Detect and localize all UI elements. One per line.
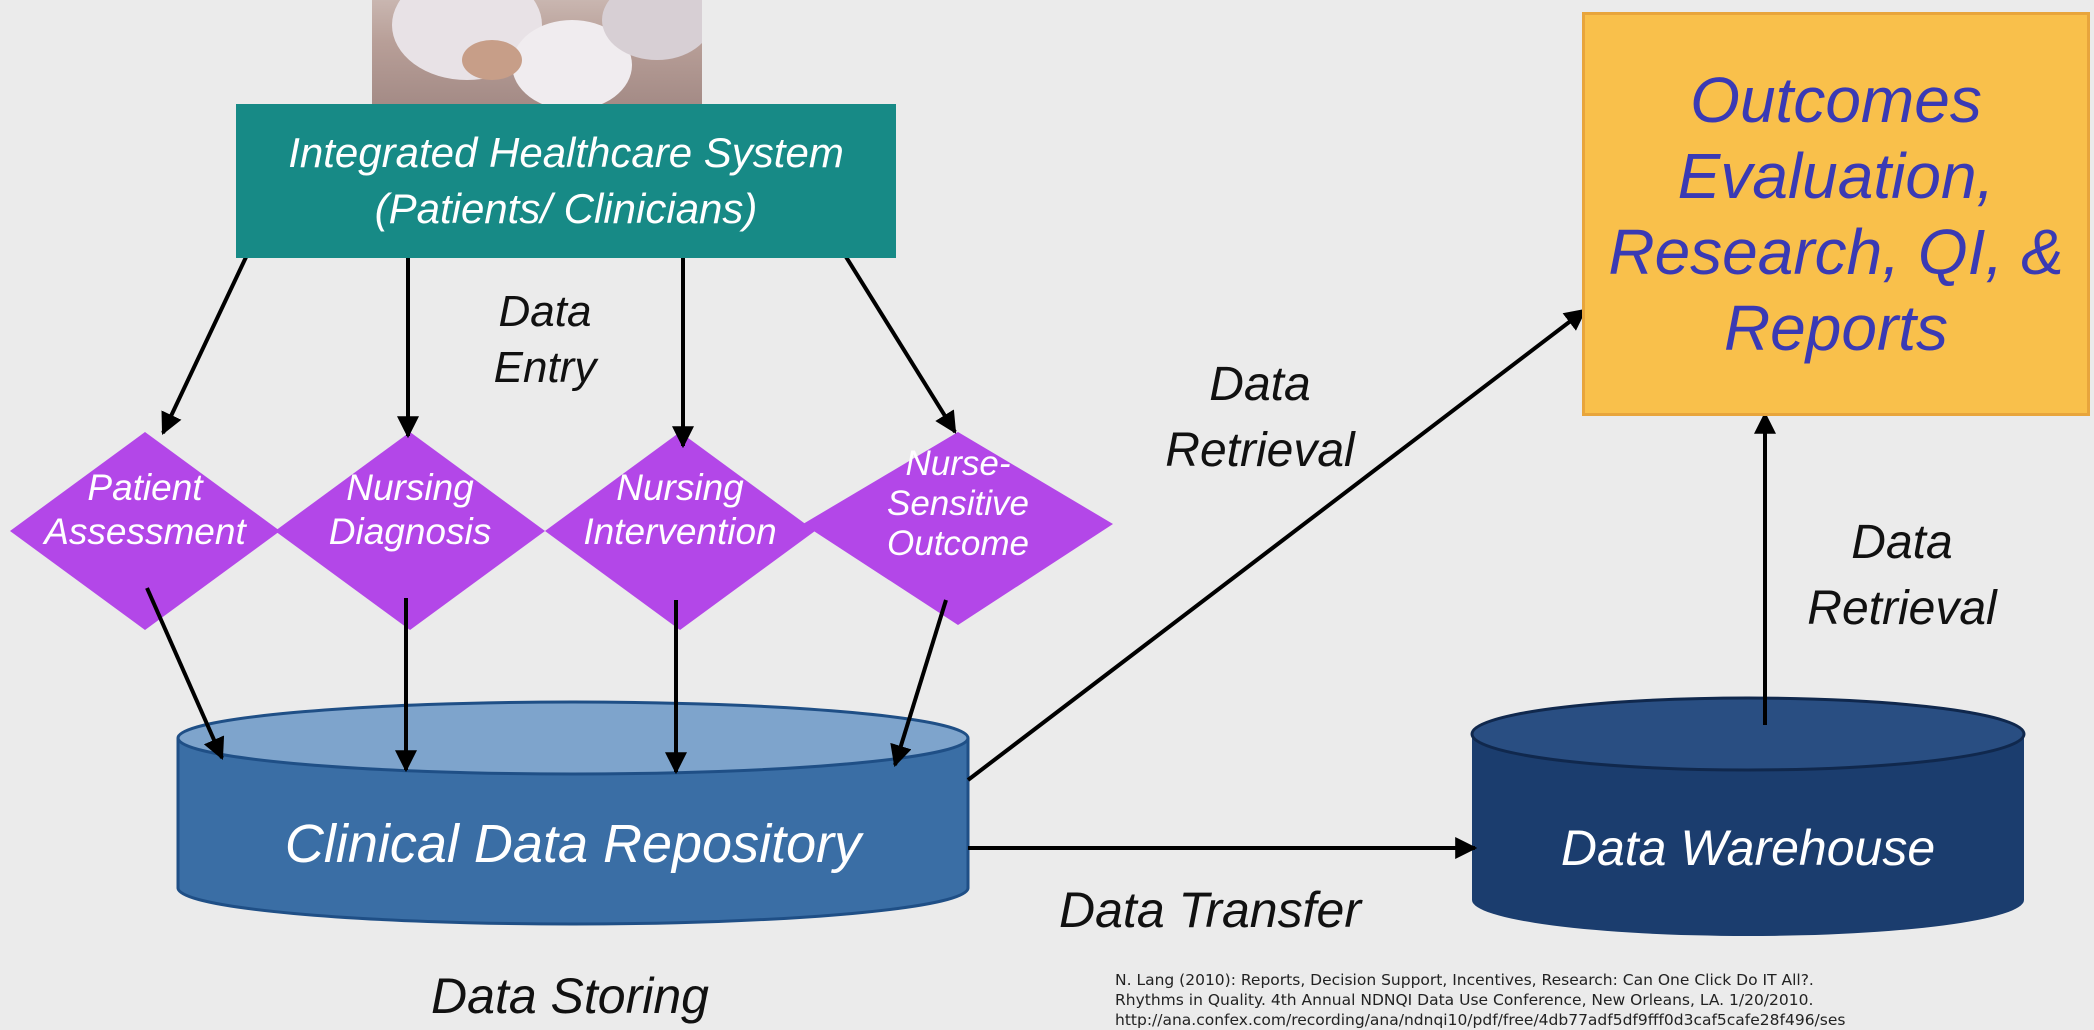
diamond-patient-assessment [10,432,280,630]
diamond-nurse-sensitive-outcome [803,432,1113,625]
data-warehouse-cylinder [1470,696,2026,936]
integrated-healthcare-system-box: Integrated Healthcare System (Patients/ … [236,104,896,258]
flow-arrows [145,242,1776,859]
citation-url: http://ana.confex.com/recording/ana/ndnq… [1115,1011,1846,1029]
diamond-label-nursing-intervention: Nursing Intervention [583,467,777,553]
data-warehouse-label: Data Warehouse [1560,820,1936,876]
arrow-system-to-outcome [836,242,957,434]
system-title: Integrated Healthcare System [288,129,844,176]
arrow-system-to-assessment [161,254,249,435]
data-retrieval-label-top: Data Retrieval [1165,358,1355,477]
outcomes-line-3: Research, QI, & [1608,216,2064,288]
clinical-data-repository-cylinder [176,700,970,926]
arrow-repository-to-outcomes [966,308,1587,782]
diamond-label-nursing-diagnosis: Nursing Diagnosis [328,467,492,553]
citation-line-1: N. Lang (2010): Reports, Decision Suppor… [1115,971,1814,989]
data-transfer-label: Data Transfer [1059,882,1361,938]
outcomes-line-2: Evaluation, [1677,140,1995,212]
arrow-assessment-to-repository [145,587,225,761]
process-diamonds [10,432,1113,630]
patient-clinician-photo [372,0,702,104]
data-retrieval-label-right: Data Retrieval [1807,516,1997,635]
outcomes-line-1: Outcomes [1690,64,1982,136]
diamond-nursing-diagnosis [275,432,545,630]
data-entry-label: Data Entry [493,287,597,392]
diamond-label-patient-assessment: Patient Assessment [44,467,246,553]
outcomes-line-4: Reports [1723,292,1949,364]
citation: N. Lang (2010): Reports, Decision Suppor… [1115,970,2090,1030]
data-storing-label: Data Storing [431,968,709,1024]
citation-line-2: Rhythms in Quality. 4th Annual NDNQI Dat… [1115,991,1814,1009]
arrow-outcome-to-repository [890,599,948,768]
clinical-data-repository-label: Clinical Data Repository [284,814,862,874]
diamond-nursing-intervention [545,432,815,630]
system-subtitle: (Patients/ Clinicians) [374,185,758,232]
diamond-label-nurse-sensitive-outcome: Nurse- Sensitive Outcome [886,444,1030,563]
outcomes-evaluation-box: Outcomes Evaluation, Research, QI, & Rep… [1582,12,2090,416]
